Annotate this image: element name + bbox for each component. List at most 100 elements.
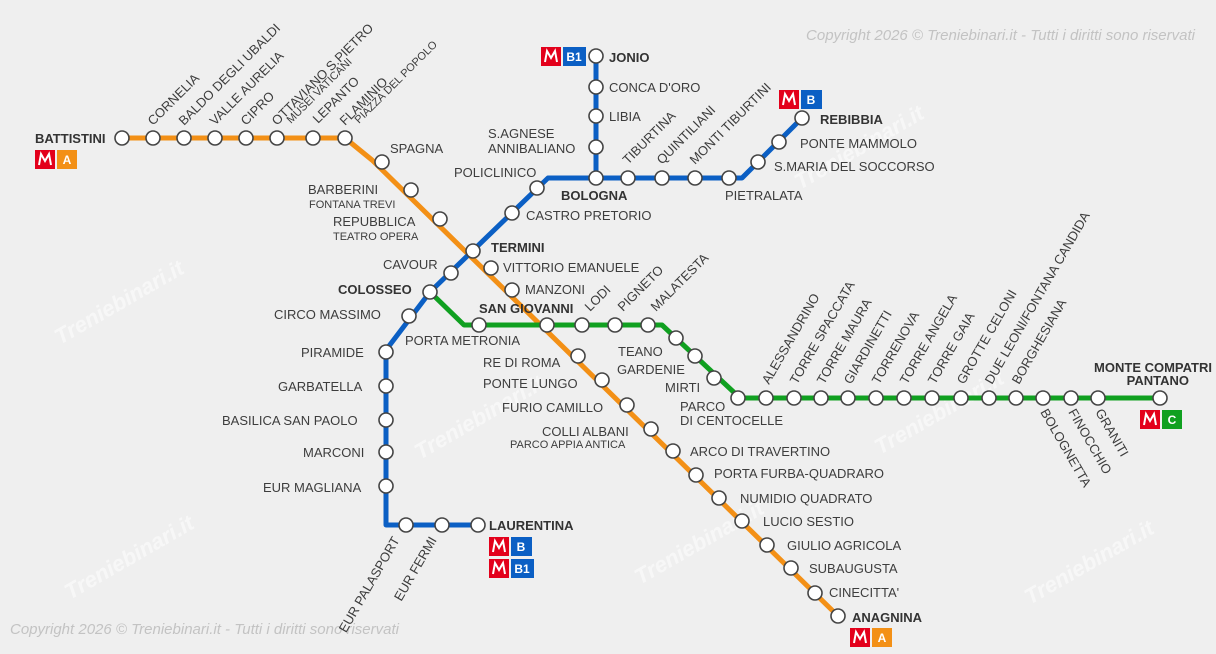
station-battistini[interactable] <box>114 130 130 146</box>
station-numidio-quadrato[interactable] <box>711 490 727 506</box>
station-basilica-san-paolo[interactable] <box>378 412 394 428</box>
station-eur-magliana[interactable] <box>378 478 394 494</box>
label-porta-metronia: PORTA METRONIA <box>405 333 520 348</box>
station-due-leoni[interactable] <box>981 390 997 406</box>
station-cornelia[interactable] <box>145 130 161 146</box>
station-san-giovanni[interactable] <box>539 317 555 333</box>
label-parco-2: DI CENTOCELLE <box>680 413 783 428</box>
station-giardinetti[interactable] <box>840 390 856 406</box>
line-a-badge <box>872 628 892 647</box>
label-arco-di-travertino: ARCO DI TRAVERTINO <box>690 444 830 459</box>
station-garbatella[interactable] <box>378 378 394 394</box>
station-policlinico[interactable] <box>529 180 545 196</box>
station-torre-spaccata[interactable] <box>786 390 802 406</box>
label-manzoni: MANZONI <box>525 282 585 297</box>
station-bolognetta[interactable] <box>1035 390 1051 406</box>
station-grotte-celoni[interactable] <box>953 390 969 406</box>
label-rebibbia: REBIBBIA <box>820 112 883 127</box>
station-ponte-lungo[interactable] <box>594 372 610 388</box>
station-lepanto[interactable] <box>305 130 321 146</box>
label-garbatella: GARBATELLA <box>278 379 363 394</box>
station-laurentina[interactable] <box>470 517 486 533</box>
station-lodi[interactable] <box>574 317 590 333</box>
station-subaugusta[interactable] <box>783 560 799 576</box>
station-termini[interactable] <box>465 243 481 259</box>
station-circo-massimo[interactable] <box>401 308 417 324</box>
station-re-di-roma[interactable] <box>570 348 586 364</box>
label-mirti: MIRTI <box>665 380 700 395</box>
station-porta-furba[interactable] <box>688 467 704 483</box>
station-bologna[interactable] <box>588 170 604 186</box>
label-colli-albani-sub: PARCO APPIA ANTICA <box>510 439 626 451</box>
station-manzoni[interactable] <box>504 282 520 298</box>
station-quintiliani[interactable] <box>654 170 670 186</box>
station-anagnina[interactable] <box>830 608 846 624</box>
station-flaminio[interactable] <box>337 130 353 146</box>
label-circo-massimo: CIRCO MASSIMO <box>274 307 381 322</box>
station-lucio-sestio[interactable] <box>734 513 750 529</box>
badge-laurentina: B B1 <box>489 537 534 578</box>
line-a-route <box>122 135 840 618</box>
line-b-badge <box>801 90 822 109</box>
station-porta-metronia[interactable] <box>471 317 487 333</box>
station-monte-compatri[interactable] <box>1152 390 1168 406</box>
station-torrenova[interactable] <box>868 390 884 406</box>
station-libia[interactable] <box>588 108 604 124</box>
station-arco-di-travertino[interactable] <box>665 443 681 459</box>
label-spagna: SPAGNA <box>390 141 444 156</box>
badge-jonio: B1 <box>541 47 586 66</box>
station-tiburtina[interactable] <box>620 170 636 186</box>
label-pietralata: PIETRALATA <box>725 188 803 203</box>
station-barberini[interactable] <box>403 182 419 198</box>
station-finocchio[interactable] <box>1063 390 1079 406</box>
line-a-badge-text: A <box>63 153 72 167</box>
station-torre-angela[interactable] <box>896 390 912 406</box>
metro-m-logo-icon <box>782 91 796 106</box>
station-s-agnese[interactable] <box>588 139 604 155</box>
station-mirti[interactable] <box>706 370 722 386</box>
station-valle-aurelia[interactable] <box>207 130 223 146</box>
station-conca-doro[interactable] <box>588 79 604 95</box>
station-cipro[interactable] <box>238 130 254 146</box>
station-pigneto[interactable] <box>607 317 623 333</box>
station-cinecitta[interactable] <box>807 585 823 601</box>
station-colli-albani[interactable] <box>643 421 659 437</box>
label-conca-doro: CONCA D'ORO <box>609 80 700 95</box>
station-furio-camillo[interactable] <box>619 397 635 413</box>
station-marconi[interactable] <box>378 444 394 460</box>
station-giulio-agricola[interactable] <box>759 537 775 553</box>
station-colosseo[interactable] <box>422 284 438 300</box>
station-jonio[interactable] <box>588 48 604 64</box>
station-torre-gaia[interactable] <box>924 390 940 406</box>
label-barberini: BARBERINI <box>308 182 378 197</box>
station-s-maria-del-soccorso[interactable] <box>750 154 766 170</box>
station-torre-maura[interactable] <box>813 390 829 406</box>
station-teano[interactable] <box>668 330 684 346</box>
station-monti-tiburtini[interactable] <box>687 170 703 186</box>
label-porta-furba: PORTA FURBA-QUADRARO <box>714 466 884 481</box>
line-b1-badge-text: B1 <box>566 50 582 64</box>
station-graniti[interactable] <box>1090 390 1106 406</box>
station-gardenie[interactable] <box>687 348 703 364</box>
station-alessandrino[interactable] <box>758 390 774 406</box>
station-parco-di-centocelle[interactable] <box>730 390 746 406</box>
station-eur-palasport[interactable] <box>398 517 414 533</box>
station-piramide[interactable] <box>378 344 394 360</box>
station-ponte-mammolo[interactable] <box>771 134 787 150</box>
station-eur-fermi[interactable] <box>434 517 450 533</box>
label-repubblica-sub: TEATRO OPERA <box>333 231 419 243</box>
station-cavour[interactable] <box>443 265 459 281</box>
station-baldo-degli-ubaldi[interactable] <box>176 130 192 146</box>
station-spagna[interactable] <box>374 154 390 170</box>
station-pietralata[interactable] <box>721 170 737 186</box>
station-castro-pretorio[interactable] <box>504 205 520 221</box>
station-repubblica[interactable] <box>432 211 448 227</box>
station-ottaviano[interactable] <box>269 130 285 146</box>
label-lodi: LODI <box>582 282 614 314</box>
station-malatesta[interactable] <box>640 317 656 333</box>
station-rebibbia[interactable] <box>794 110 810 126</box>
station-vittorio-emanuele[interactable] <box>483 260 499 276</box>
station-borghesiana[interactable] <box>1008 390 1024 406</box>
label-s-agnese: S.AGNESE <box>488 126 555 141</box>
line-b-stations <box>378 48 810 533</box>
